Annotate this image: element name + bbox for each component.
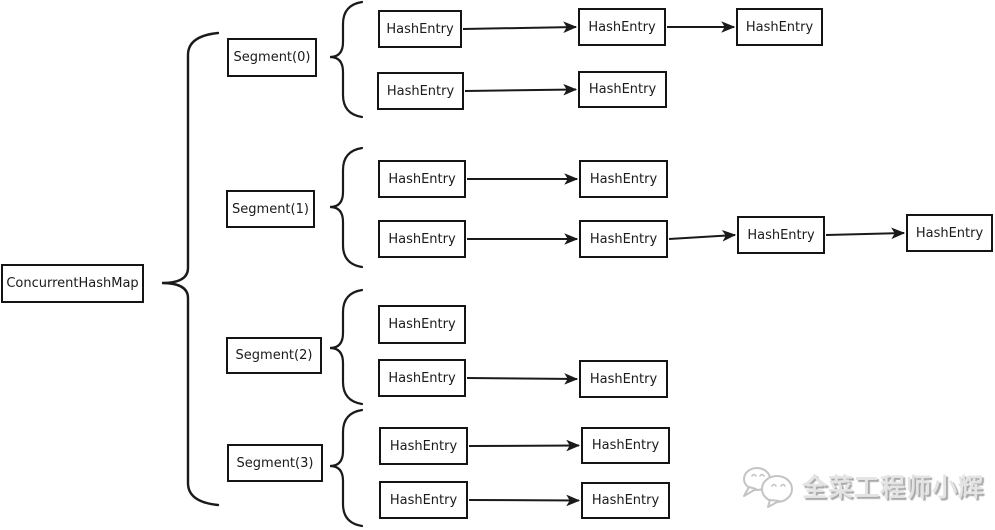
hashentry-node-s1-row0-1: HashEntry xyxy=(579,160,668,198)
hashentry-node-s1-row1-3: HashEntry xyxy=(906,214,993,252)
segment-brace-0 xyxy=(329,0,364,119)
hashentry-node-s2-row1-0: HashEntry xyxy=(378,359,466,397)
segment-node-1: Segment(1) xyxy=(226,190,315,228)
hashentry-node-s0-row0-0: HashEntry xyxy=(378,10,462,48)
segment-node-2: Segment(2) xyxy=(226,337,322,374)
hashentry-node-s0-row0-2: HashEntry xyxy=(736,8,823,46)
segment-node-0: Segment(0) xyxy=(227,38,317,77)
root-node-concurrenthashmap: ConcurrentHashMap xyxy=(1,264,144,303)
hashentry-node-s1-row1-0: HashEntry xyxy=(378,220,466,258)
watermark-text: 全菜工程师小辉 xyxy=(802,473,985,502)
next-pointer-arrow-s1-row1-2 xyxy=(668,229,737,242)
next-pointer-arrow-s0-row0-1 xyxy=(462,21,578,34)
hashentry-node-s1-row1-2: HashEntry xyxy=(737,216,825,254)
hashentry-node-s1-row1-1: HashEntry xyxy=(579,220,668,258)
watermark: 全菜工程师小辉 xyxy=(740,464,984,508)
next-pointer-arrow-s3-row0-1 xyxy=(468,439,581,452)
hashentry-node-s2-row1-1: HashEntry xyxy=(579,360,668,398)
hashentry-node-s0-row0-1: HashEntry xyxy=(578,8,666,46)
hashentry-node-s3-row0-1: HashEntry xyxy=(581,427,670,464)
hashentry-node-s0-row1-0: HashEntry xyxy=(377,72,464,110)
hashentry-node-s1-row0-0: HashEntry xyxy=(378,160,466,198)
segment-brace-3 xyxy=(329,408,364,528)
hashentry-node-s2-row0-0: HashEntry xyxy=(378,305,466,344)
segment-node-3: Segment(3) xyxy=(227,444,323,482)
segment-brace-2 xyxy=(329,288,364,406)
hashentry-node-s3-row1-0: HashEntry xyxy=(379,481,468,519)
hashentry-node-s3-row1-1: HashEntry xyxy=(581,482,670,519)
next-pointer-arrow-s1-row1-3 xyxy=(825,227,906,240)
hashentry-node-s3-row0-0: HashEntry xyxy=(379,427,468,465)
segment-brace-1 xyxy=(329,146,364,269)
next-pointer-arrow-s3-row1-1 xyxy=(468,494,581,507)
wechat-chat-bubbles-icon xyxy=(743,467,793,508)
root-brace xyxy=(161,31,220,507)
next-pointer-arrow-s0-row1-1 xyxy=(464,83,578,96)
next-pointer-arrow-s2-row1-1 xyxy=(466,373,579,385)
hashentry-node-s0-row1-1: HashEntry xyxy=(578,71,667,108)
